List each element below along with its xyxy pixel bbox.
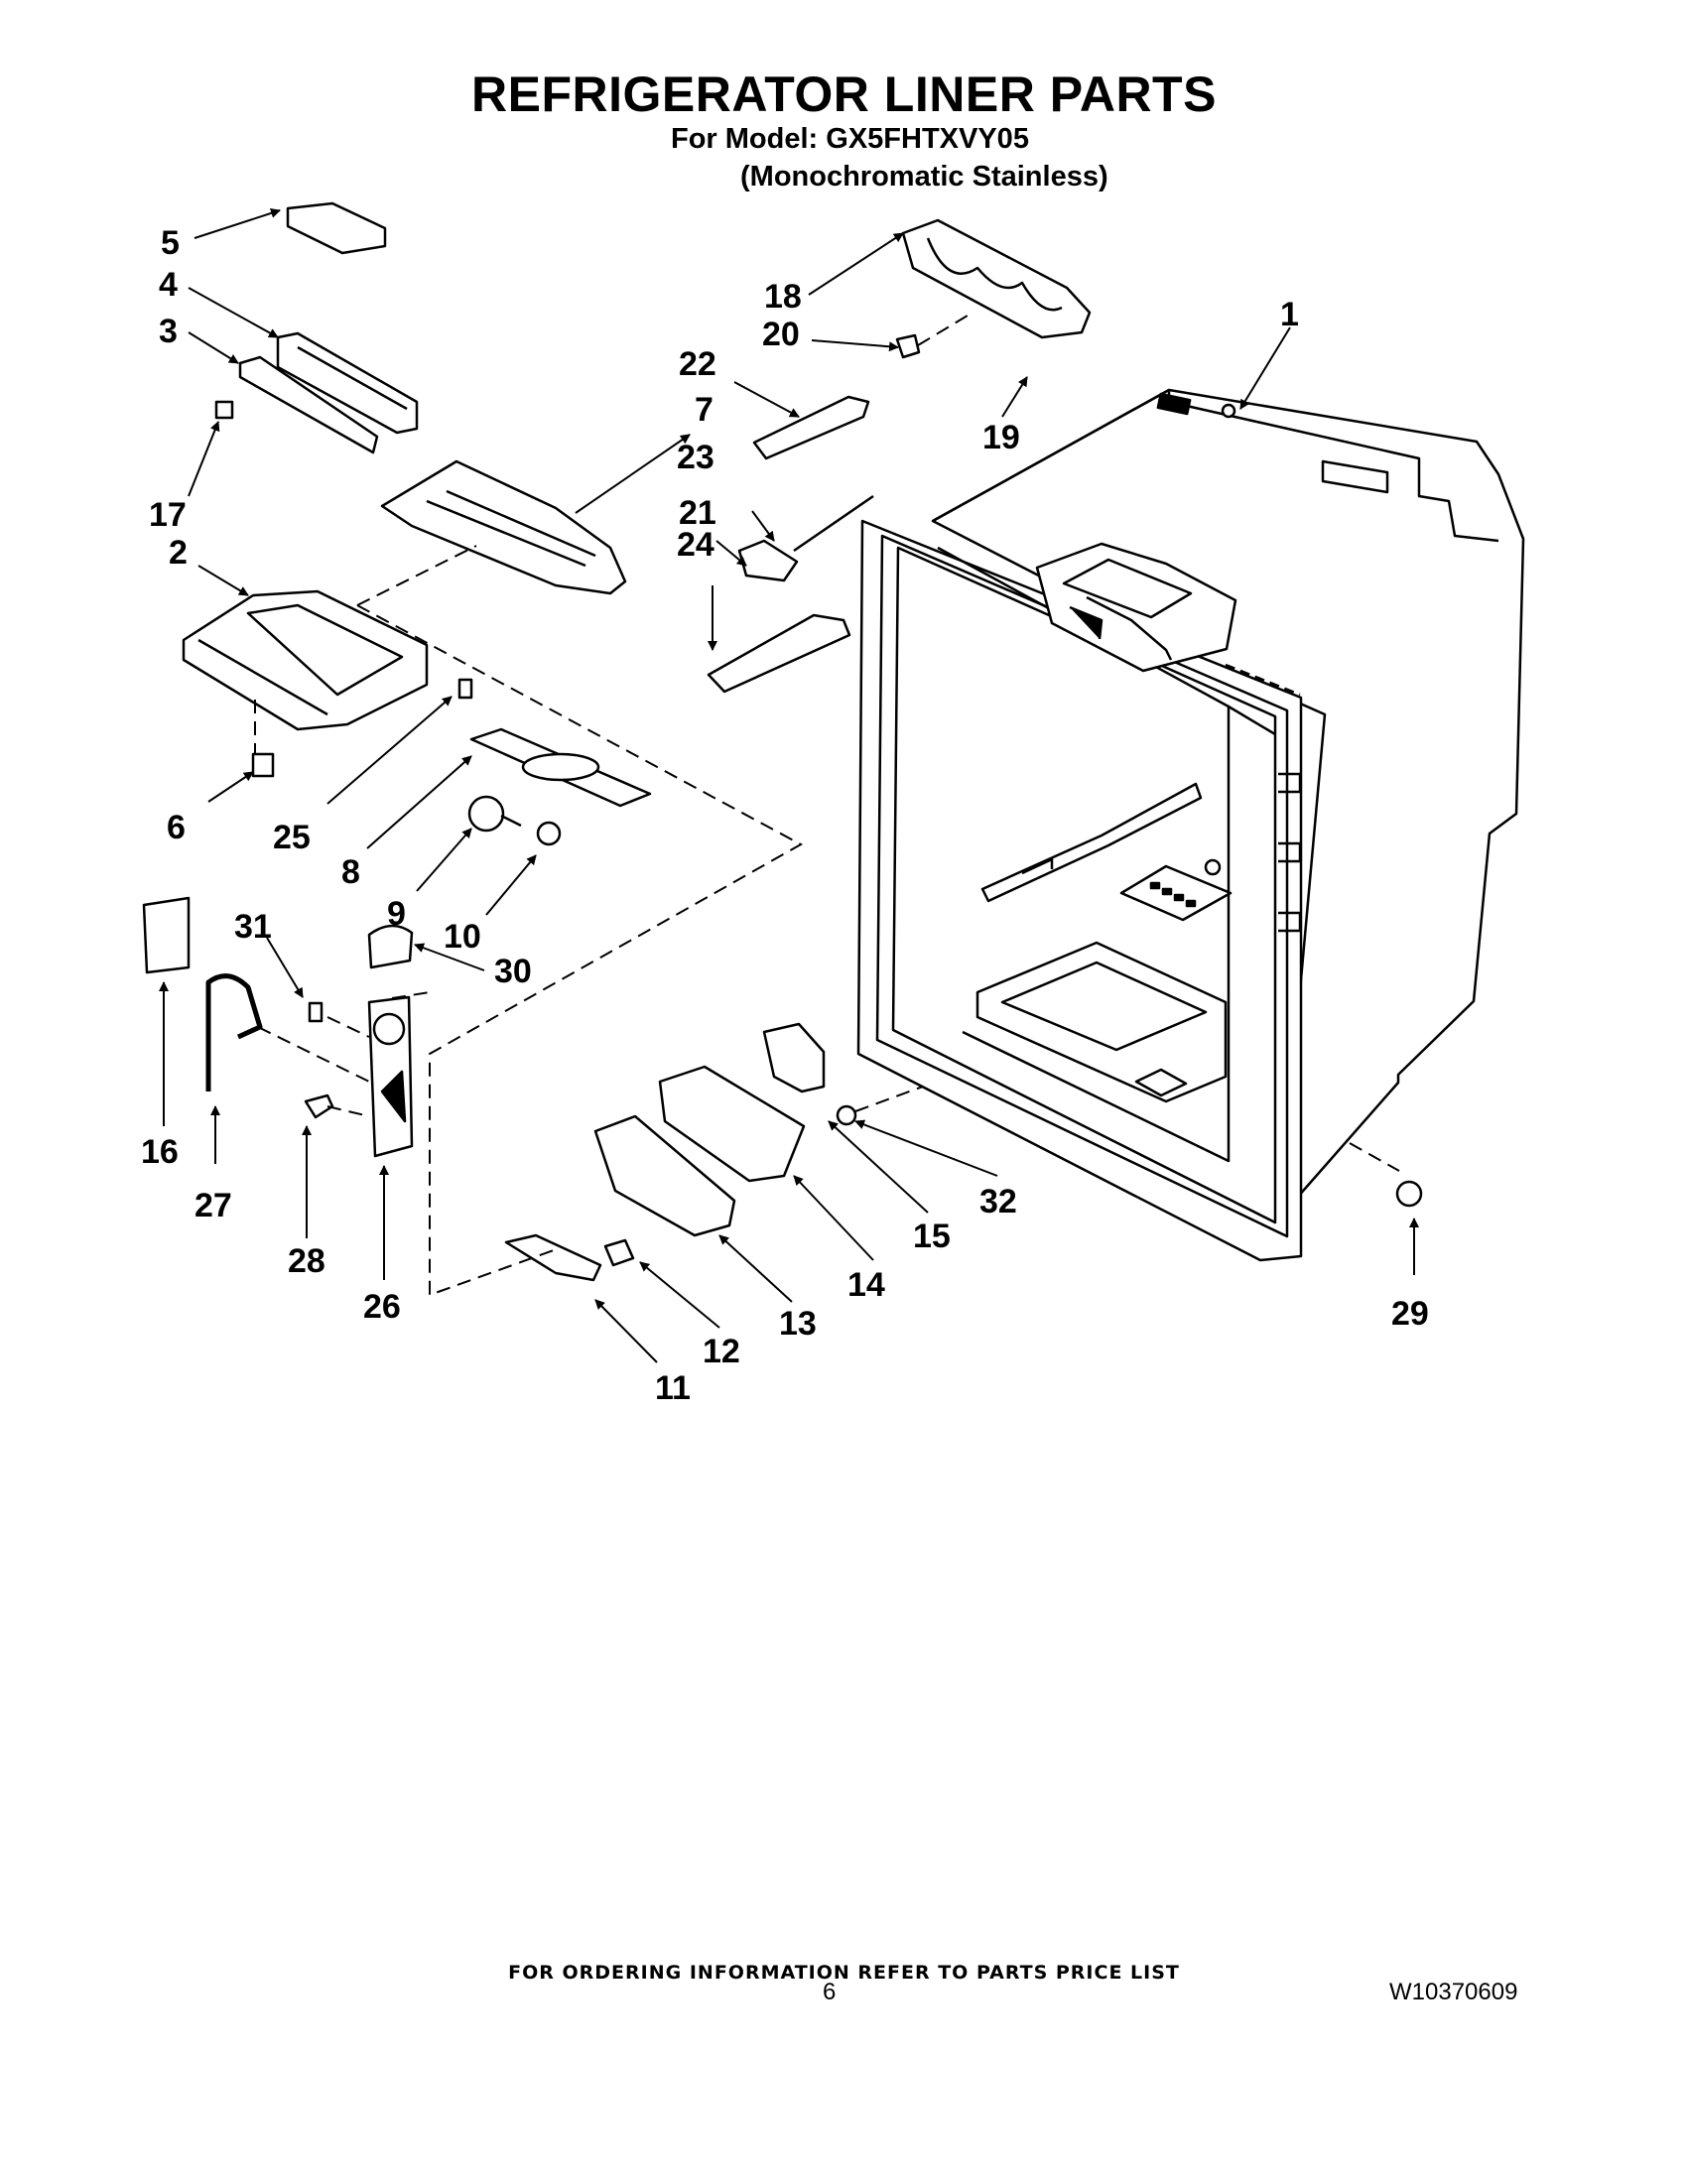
callout-13: 13 [779, 1305, 817, 1343]
bracket-part [142, 896, 191, 974]
callout-14: 14 [847, 1266, 885, 1304]
callout-20: 20 [762, 316, 800, 353]
assembly-lines [254, 315, 1400, 1297]
callout-12: 12 [703, 1333, 740, 1370]
socket-part [536, 821, 562, 846]
refrigerator-liner-part [856, 388, 1525, 1262]
evaporator-coil-part [901, 218, 1092, 339]
callout-19: 19 [982, 419, 1020, 456]
clip-part [457, 678, 473, 700]
control-housing-part [276, 331, 419, 435]
callout-10: 10 [444, 918, 481, 956]
callout-24: 24 [677, 526, 714, 564]
document-number: W10370609 [1389, 1979, 1518, 2005]
water-tube-part [205, 973, 263, 1092]
callout-21: 21 [679, 494, 716, 532]
callout-4: 4 [159, 266, 178, 304]
grille-part [504, 1233, 602, 1282]
callout-30: 30 [494, 953, 532, 990]
callout-5: 5 [161, 224, 180, 262]
callout-leaders [159, 208, 1419, 1363]
page-title: REFRIGERATOR LINER PARTS [471, 66, 1217, 122]
screw-32-part [836, 1104, 857, 1126]
ordering-note: FOR ORDERING INFORMATION REFER TO PARTS … [508, 1962, 1180, 1984]
thermostat-part [737, 539, 799, 582]
callout-7: 7 [695, 391, 714, 429]
callout-23: 23 [677, 439, 714, 476]
callout-25: 25 [273, 819, 311, 856]
callout-32: 32 [979, 1183, 1017, 1220]
screw-part [603, 1238, 635, 1267]
callout-29: 29 [1391, 1295, 1429, 1333]
drawer-front-part [593, 1114, 736, 1237]
callout-16: 16 [141, 1133, 179, 1171]
callout-22: 22 [679, 345, 716, 383]
callout-1: 1 [1280, 296, 1299, 333]
callout-3: 3 [159, 313, 178, 350]
light-cover-part [380, 459, 627, 595]
callout-11: 11 [655, 1369, 691, 1407]
knob-part [214, 400, 234, 420]
tube-clip-part [308, 1001, 324, 1023]
callout-26: 26 [363, 1288, 401, 1326]
callout-6: 6 [167, 809, 186, 846]
callout-31: 31 [234, 908, 272, 946]
callout-27: 27 [195, 1187, 232, 1224]
thermostat-bracket-part [752, 395, 870, 460]
screw-20-part [895, 333, 921, 359]
dispenser-cap-part [367, 924, 414, 969]
callout-8: 8 [341, 853, 360, 891]
callout-28: 28 [288, 1242, 325, 1280]
model-line: For Model: GX5FHTXVY05 [671, 123, 1029, 155]
callout-2: 2 [169, 534, 188, 572]
rail-part [707, 613, 851, 694]
clamp-part [304, 1093, 334, 1119]
drawer-housing-part [658, 1065, 806, 1183]
callout-labels: 1 2 3 4 5 6 7 8 9 10 11 12 13 14 15 16 1… [141, 224, 1429, 1407]
callout-15: 15 [913, 1218, 951, 1255]
overlay-part [238, 355, 379, 454]
callout-9: 9 [387, 895, 406, 933]
cover-part [762, 1022, 826, 1093]
callout-17: 17 [149, 496, 187, 534]
callout-18: 18 [764, 278, 802, 316]
page-number: 6 [823, 1979, 837, 2005]
leveling-foot-part [1395, 1180, 1423, 1208]
variant-line: (Monochromatic Stainless) [740, 161, 1108, 193]
trim-cap-part [286, 201, 387, 255]
switch-part [251, 752, 275, 778]
light-bulb-part [467, 795, 505, 833]
